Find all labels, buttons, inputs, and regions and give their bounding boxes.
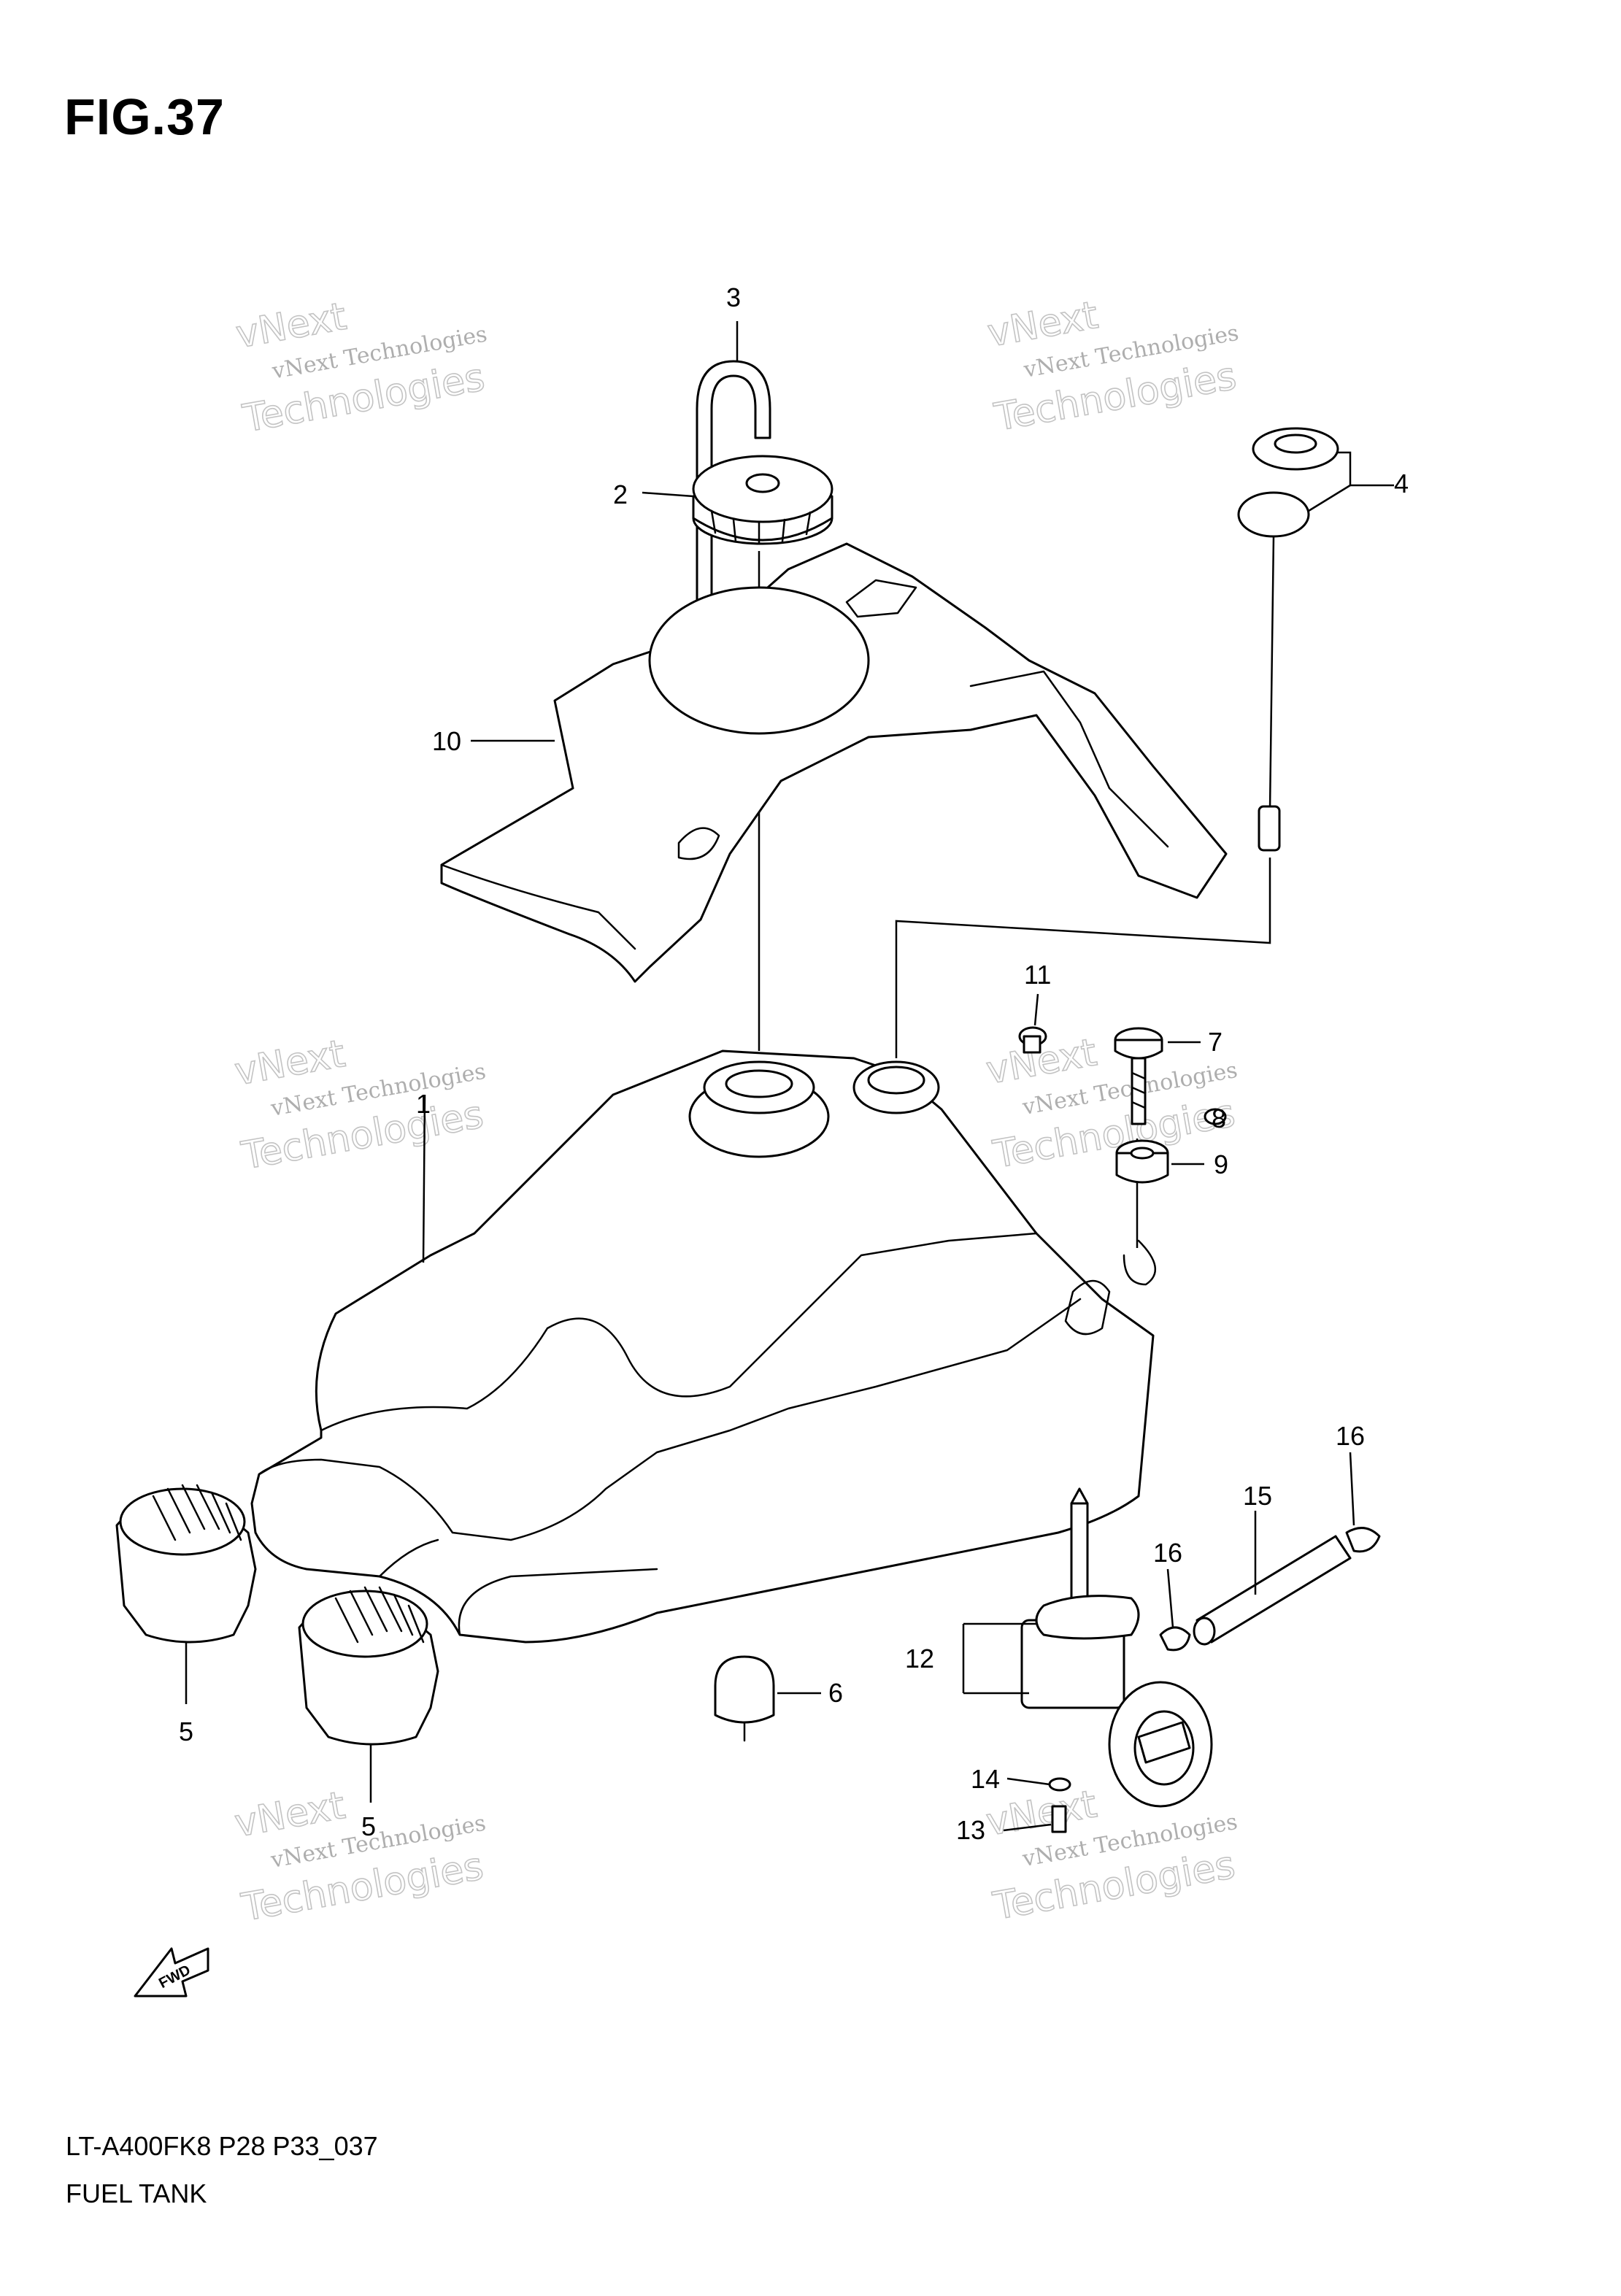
diagram-name: FUEL TANK <box>66 2178 207 2208</box>
watermark-top-right: vNext vNext Technologies Technologies <box>984 293 1241 440</box>
callouts: 3 2 4 10 11 7 8 1 9 16 15 16 12 6 5 5 14… <box>179 282 1409 1845</box>
tank-band-part <box>115 1484 439 1746</box>
watermark-bottom-right: vNext vNext Technologies Technologies <box>982 1781 1239 1929</box>
diagram-code: LT-A400FK8 P28 P33_037 <box>66 2131 378 2161</box>
watermark-top-left: vNext vNext Technologies Technologies <box>232 294 489 442</box>
callout-16: 16 <box>1153 1538 1182 1568</box>
fuel-hose-part <box>1159 1527 1381 1652</box>
forward-arrow-icon: FWD <box>134 1947 209 1998</box>
cushion-part <box>1115 1139 1169 1184</box>
callout-5-second: 5 <box>361 1811 376 1841</box>
callout-6: 6 <box>828 1678 843 1708</box>
tank-cover-part <box>440 542 1228 983</box>
mount-bolt-part <box>1114 1027 1227 1125</box>
callout-3: 3 <box>726 282 741 312</box>
callout-9: 9 <box>1214 1149 1228 1179</box>
callout-8: 8 <box>1212 1103 1226 1133</box>
fuel-cap-part <box>692 455 833 545</box>
fuel-gauge-part <box>1237 427 1394 852</box>
callout-10: 10 <box>432 726 461 756</box>
callout-14: 14 <box>971 1764 1000 1794</box>
callout-16-top: 16 <box>1336 1421 1365 1451</box>
callout-5: 5 <box>179 1717 193 1746</box>
callout-13: 13 <box>956 1815 985 1845</box>
fuel-valve-part <box>962 1487 1213 1833</box>
leader-lines <box>185 321 1355 1832</box>
callout-15: 15 <box>1243 1481 1272 1511</box>
fuel-tank-part <box>250 1049 1157 1644</box>
bolt-part <box>1018 1026 1047 1054</box>
watermark-bottom-left: vNext vNext Technologies Technologies <box>231 1783 488 1930</box>
watermark-mid-left: vNext vNext Technologies Technologies <box>231 1031 488 1179</box>
callout-11: 11 <box>1024 960 1051 990</box>
callout-7: 7 <box>1208 1027 1223 1057</box>
rubber-mount-part <box>714 1655 775 1742</box>
callout-4: 4 <box>1394 469 1409 498</box>
callout-1: 1 <box>416 1089 431 1119</box>
callout-12: 12 <box>905 1644 934 1673</box>
callout-2: 2 <box>613 479 628 509</box>
figure-title: FIG.37 <box>64 88 225 145</box>
